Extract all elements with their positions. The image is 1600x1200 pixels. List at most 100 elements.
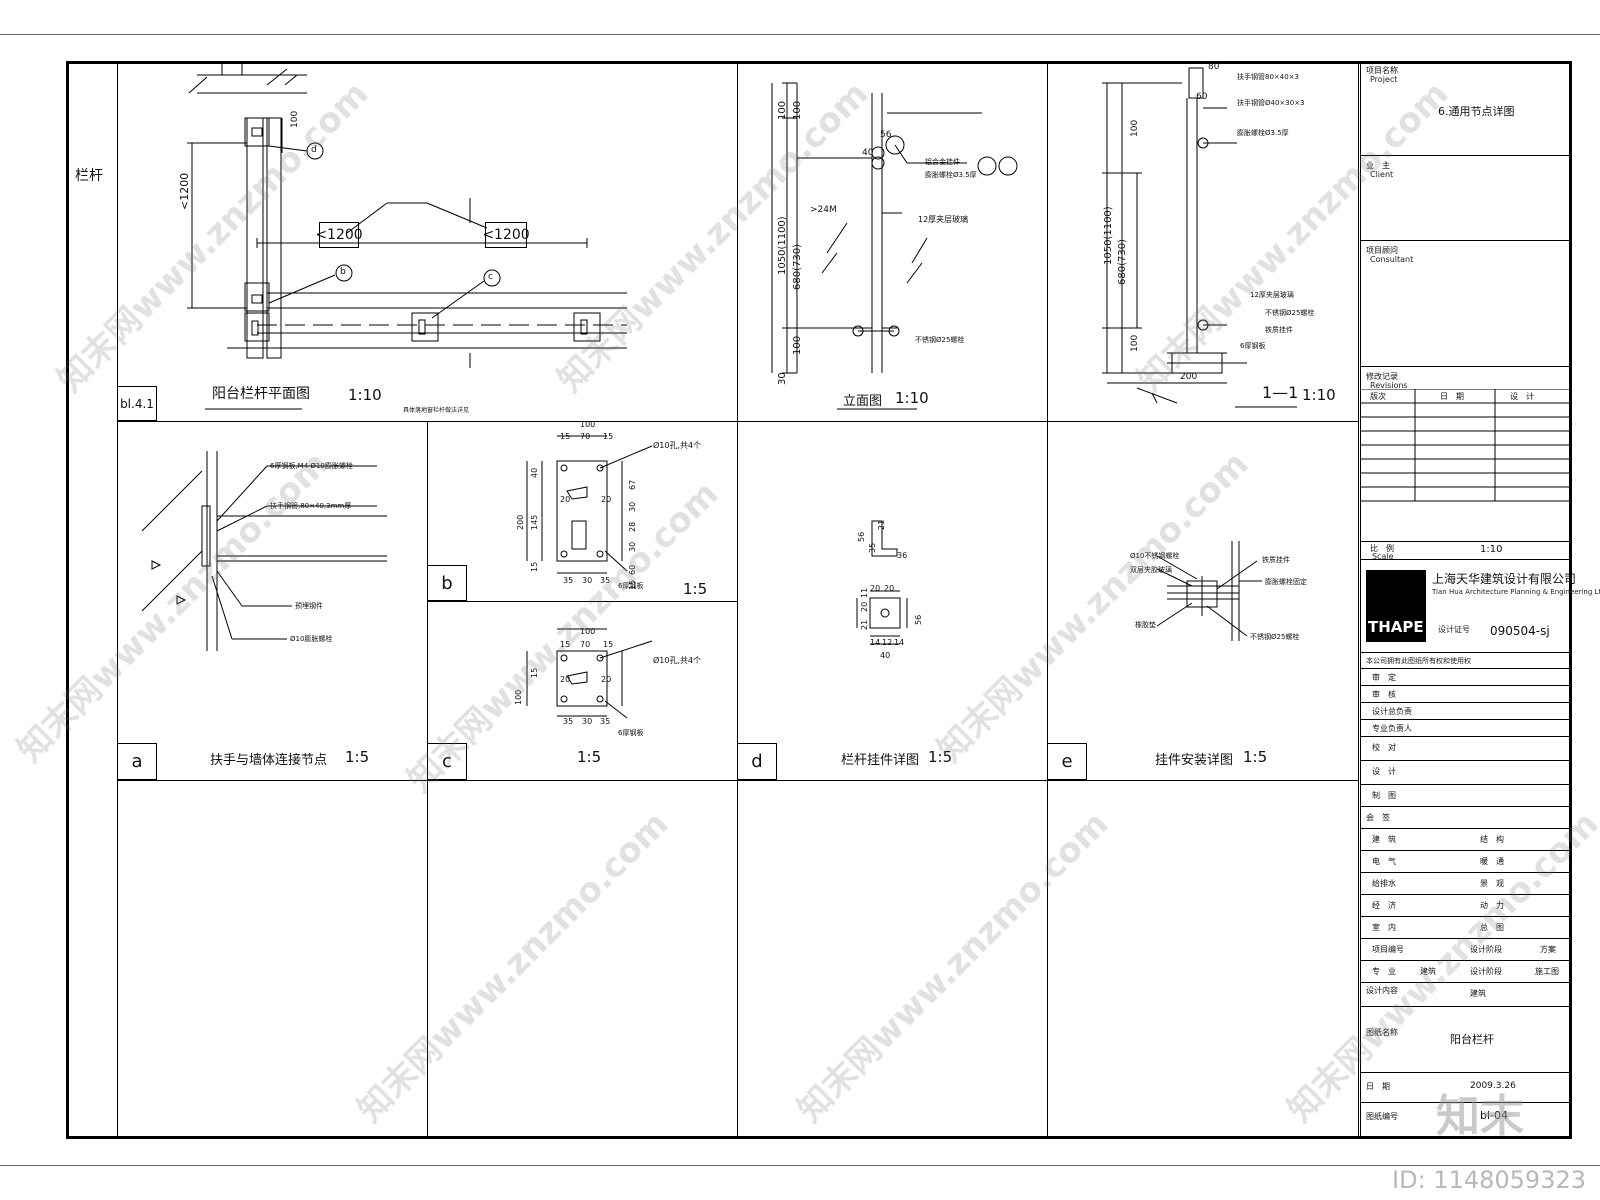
company-logo: THAPE xyxy=(1366,570,1426,642)
d-dim: 21 xyxy=(860,619,869,630)
tb-revisions: 修改记录 Revisions 版次 日 期 设 计 xyxy=(1360,367,1572,542)
project-name: 6.通用节点详图 xyxy=(1438,105,1515,118)
a-note: 6厚钢板,M4 Ø10膨胀螺栓 xyxy=(270,462,353,470)
tb-drawing-no: 图纸编号 bl-04 xyxy=(1366,1109,1509,1122)
elev-note: 12厚夹层玻璃 xyxy=(918,215,969,224)
b-dim: 28 xyxy=(628,521,637,532)
d-dim: 12 xyxy=(882,638,893,647)
b-dim: 35 xyxy=(563,576,574,585)
c-dim: 35 xyxy=(563,717,574,726)
revision-grid xyxy=(1360,389,1572,502)
d-title: 栏杆挂件详图 xyxy=(841,753,920,768)
panel-tag-a: a xyxy=(117,743,157,780)
e-title: 挂件安装详图 xyxy=(1155,753,1234,768)
tb-role: 制 图 xyxy=(1360,785,1572,807)
tb-role: 专业负责人 xyxy=(1360,720,1572,737)
elev-title: 立面图 xyxy=(843,394,883,409)
sect-note: 铁质挂件 xyxy=(1265,326,1293,334)
sect-dim: 1050(1100) xyxy=(1103,206,1114,265)
tb-role: 设计总负责 xyxy=(1360,703,1572,720)
c-note: 6厚钢板 xyxy=(618,729,644,737)
c-dim: 35 xyxy=(600,717,611,726)
a-title: 扶手与墙体连接节点 xyxy=(210,753,328,768)
e-note: 铁质挂件 xyxy=(1262,556,1290,564)
d-dim: 14 xyxy=(894,638,905,647)
c-dim: 15 xyxy=(603,640,614,649)
a-scale: 1:5 xyxy=(345,748,370,766)
b-dim: 15 xyxy=(603,432,614,441)
side-label: 栏杆 xyxy=(75,168,103,184)
panel-tag-b: b xyxy=(427,565,467,601)
b-note: Ø10孔,共4个 xyxy=(653,441,702,450)
brand-watermark: 知末 xyxy=(1436,1091,1524,1142)
tb-date: 日 期 2009.3.26 xyxy=(1360,1073,1572,1103)
drawing-sheet xyxy=(0,34,1600,1166)
c-dim: 30 xyxy=(582,717,593,726)
d-dim: 20 xyxy=(884,584,895,593)
tb-major-row: 专 业 建筑 设计阶段 施工图 xyxy=(1360,961,1572,983)
elev-dim: 56 xyxy=(880,130,892,140)
elev-note: 不锈钢Ø25螺栓 xyxy=(915,336,965,344)
e-scale: 1:5 xyxy=(1243,748,1268,766)
tb-role: 审 核 xyxy=(1360,686,1572,703)
elev-dim: 100 xyxy=(792,100,803,120)
elev-note: 铝合金挂件 xyxy=(925,158,960,166)
c-dim: 15 xyxy=(560,640,571,649)
d-dim: 35 xyxy=(868,542,877,553)
b-dim: 40 xyxy=(530,467,539,478)
tb-content-row: 设计内容 建筑 xyxy=(1360,983,1572,1007)
grid-line xyxy=(1047,63,1048,1137)
detail-c-drawing xyxy=(526,628,653,719)
panel-tag-e: e xyxy=(1047,743,1087,780)
tb-phase-row: 项目编号 设计阶段 方案 xyxy=(1360,939,1572,961)
b-dim: 145 xyxy=(530,514,539,530)
b-dim: 70 xyxy=(580,432,591,441)
tb-sign-row: 给排水 景 观 xyxy=(1360,873,1572,895)
grid-line xyxy=(117,780,1358,781)
b-dim: 15 xyxy=(530,561,539,572)
d-dim: 11 xyxy=(860,587,869,598)
c-dim: 100 xyxy=(580,627,596,636)
elev-dim: 30 xyxy=(777,372,788,385)
company-name: 上海天华建筑设计有限公司 xyxy=(1432,572,1577,586)
tb-statement: 本公司拥有此图纸所有权和使用权 xyxy=(1360,653,1572,669)
elev-dim: 680(730) xyxy=(792,244,803,290)
detail-a-drawing xyxy=(141,451,387,651)
c-dim: 15 xyxy=(530,667,539,678)
d-dim: 36 xyxy=(897,551,908,560)
grid-line xyxy=(1358,63,1359,1137)
tb-company: THAPE 上海天华建筑设计有限公司 Tian Hua Architecture… xyxy=(1360,560,1600,653)
c-dim: 70 xyxy=(580,640,591,649)
tb-consultant: 项目顾问 Consultant xyxy=(1360,241,1572,367)
detail-e-drawing xyxy=(1156,541,1262,641)
grid-line xyxy=(1360,63,1361,1137)
d-dim: 14 xyxy=(870,638,881,647)
tb-role: 设 计 xyxy=(1360,761,1572,785)
drawing-name: 阳台栏杆 xyxy=(1450,1033,1494,1046)
balcony-plan-drawing xyxy=(187,63,627,410)
sect-note: 不锈钢Ø25螺栓 xyxy=(1265,309,1315,317)
plan-dim-small: 100 xyxy=(290,110,300,128)
b-dim: 20 xyxy=(601,495,612,504)
b-dim: 15 xyxy=(560,432,571,441)
b-dim: 67 xyxy=(628,479,637,490)
elev-dim: 40 xyxy=(862,148,874,158)
d-dim: 56 xyxy=(914,614,923,625)
plan-scale: 1:10 xyxy=(348,386,382,404)
callout-letter: b xyxy=(340,267,346,277)
sect-title: 1—1 xyxy=(1262,383,1299,402)
tb-sign-row: 经 济 动 力 xyxy=(1360,895,1572,917)
sect-dim: 100 xyxy=(1130,334,1140,352)
a-note: 扶手钢管,80×40,3mm厚 xyxy=(270,502,352,510)
tb-sign-row: 建 筑 结 构 xyxy=(1360,829,1572,851)
elev-dim: 100 xyxy=(777,100,788,120)
callout-letter: c xyxy=(488,272,493,282)
e-note: 橡胶垫 xyxy=(1135,621,1156,629)
c-note: Ø10孔,共4个 xyxy=(653,656,702,665)
detail-d-drawing xyxy=(856,520,908,645)
sect-note: 6厚钢板 xyxy=(1240,342,1266,350)
panel-tag-d: d xyxy=(737,743,777,780)
sect-note: 扶手钢管80×40×3 xyxy=(1237,73,1299,81)
elev-scale: 1:10 xyxy=(895,389,929,407)
plan-dim-box: <1200 xyxy=(315,222,363,248)
